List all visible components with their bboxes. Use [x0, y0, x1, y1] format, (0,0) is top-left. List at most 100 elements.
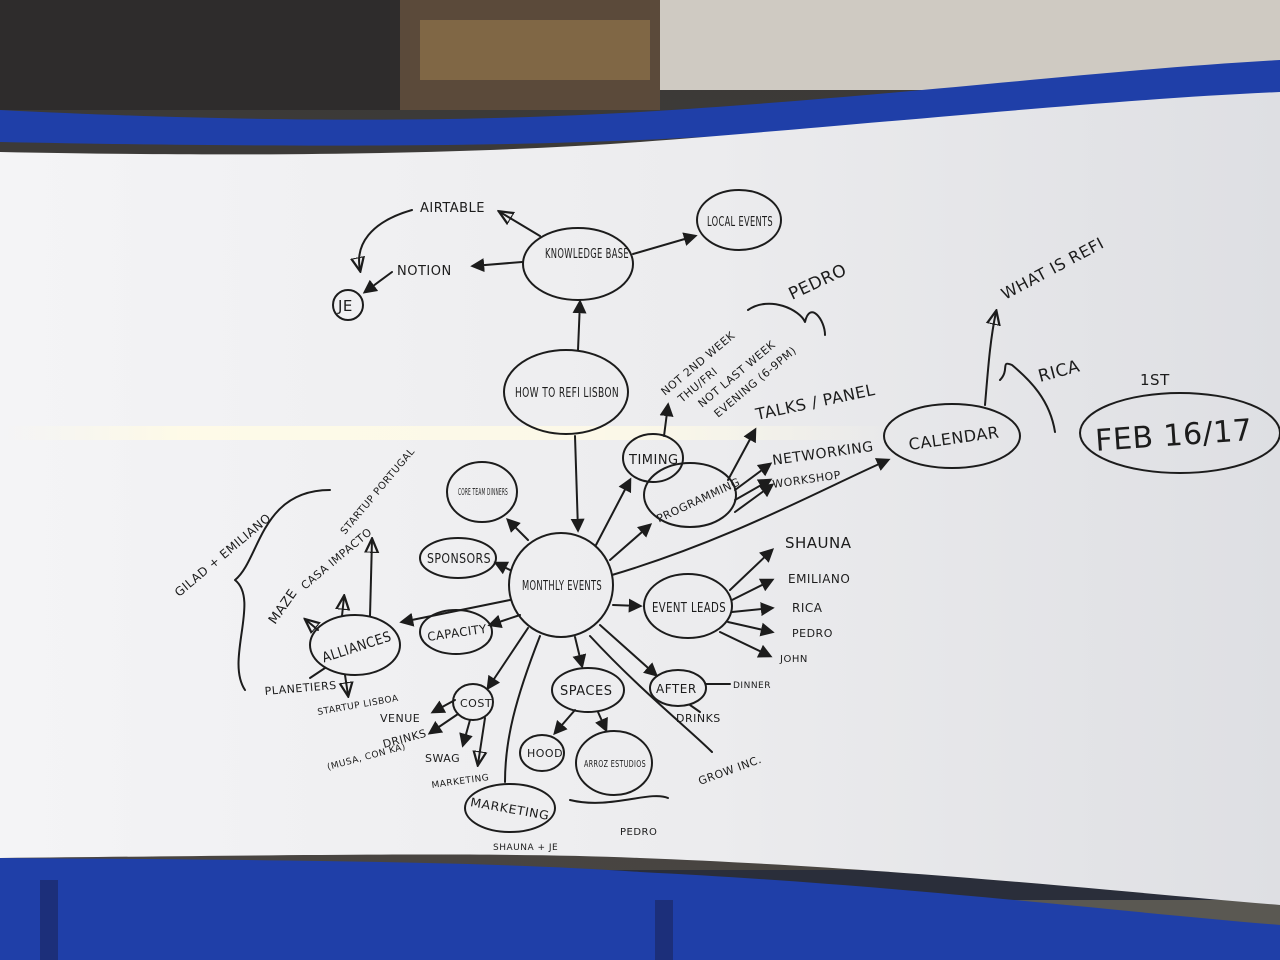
brace-rica [999, 362, 1056, 433]
bubble-monthly-events [508, 532, 614, 638]
link-center-calendar [611, 458, 891, 576]
frame-post-left [40, 880, 58, 960]
link-airtable-je [359, 209, 413, 270]
link-leads-4 [727, 621, 775, 637]
label-first: 1st [1140, 371, 1170, 389]
link-alliances-startup [370, 540, 372, 617]
link-alliances-planetiers [309, 667, 326, 679]
link-prog-more [734, 483, 775, 513]
label-cost: Cost [460, 697, 492, 710]
label-hood: Hood [527, 747, 563, 760]
link-prog-talks [727, 427, 757, 481]
bubble-date [1079, 392, 1280, 474]
label-swag: Swag [425, 752, 460, 765]
link-prog-network [734, 462, 773, 491]
bubble-sponsors [419, 537, 497, 579]
whiteboard [0, 92, 1280, 905]
link-center-spaces [572, 636, 587, 669]
label-after-dinner: Dinner [733, 681, 771, 691]
link-center-sponsors [493, 561, 511, 575]
link-spaces-arroz [595, 711, 608, 733]
label-je: JE [337, 297, 353, 315]
link-base-airtable [500, 212, 541, 237]
link-center-marketing [504, 635, 541, 783]
bubble-programming [643, 462, 737, 528]
brace-gilad [234, 489, 331, 691]
label-notion: Notion [397, 264, 452, 279]
label-after-drinks: Drinks [676, 712, 721, 725]
label-lead-2: Rica [792, 601, 823, 615]
bubble-how-to [503, 349, 629, 435]
link-cost-drinks [427, 713, 459, 735]
frame-bottom [0, 858, 1280, 960]
label-spaces-owner: Pedro [620, 827, 657, 838]
link-calendar-whatis [984, 312, 996, 406]
link-base-notion [470, 258, 523, 273]
label-core-team: Core Team Dinners [458, 487, 508, 498]
bubble-alliances [309, 614, 401, 676]
label-after: After [656, 682, 697, 696]
link-alliances-startuplx [345, 674, 348, 695]
frame-top [0, 60, 1280, 146]
label-local-events: Local Events [707, 215, 773, 230]
label-spaces: Spaces [560, 684, 612, 699]
brace-pedro [747, 302, 826, 336]
link-center-grow [589, 635, 713, 753]
link-center-leads [612, 598, 643, 613]
label-planetiers: Planetiers [264, 679, 337, 698]
link-center-cost [486, 627, 529, 691]
brace-spaces [569, 795, 669, 804]
label-lead-4: John [779, 654, 808, 665]
bubble-core-team [446, 461, 518, 523]
mind-map [234, 189, 1280, 833]
link-center-capacity [487, 614, 521, 629]
label-arroz: Arroz Estudios [584, 759, 646, 770]
bubble-arroz [575, 730, 653, 796]
label-sponsors: Sponsors [427, 552, 491, 567]
label-marketing-owners: Shauna + JE [493, 843, 558, 853]
label-timing: Timing [628, 453, 679, 468]
link-alliances-casa [342, 597, 344, 617]
link-center-after [599, 624, 659, 677]
bubble-timing [622, 433, 684, 483]
link-cost-venue [430, 699, 456, 714]
link-center-prog [609, 523, 653, 561]
link-center-coreteam [506, 518, 529, 541]
bubble-marketing [464, 783, 556, 833]
label-how-to: How to Refi Lisbon [515, 386, 619, 401]
label-lead-0: Shauna [785, 534, 852, 552]
link-after-drinks [689, 704, 701, 713]
link-leads-1 [729, 548, 775, 591]
label-event-leads: Event Leads [652, 601, 726, 616]
link-leads-5 [719, 631, 773, 658]
label-knowledge: Knowledge Base [545, 247, 629, 262]
link-base-local [632, 232, 698, 255]
link-leads-2 [731, 578, 775, 601]
link-notion-je [362, 271, 393, 294]
link-cost-marketing [478, 717, 485, 764]
link-center-timing [595, 477, 632, 546]
link-spaces-hood [553, 709, 576, 736]
link-alliances-maze [306, 620, 318, 630]
link-center-alliances [399, 599, 511, 627]
bubble-spaces [551, 667, 625, 713]
frame-post-mid [655, 900, 673, 960]
link-timing-opts [659, 402, 674, 437]
link-prog-workshop [734, 478, 773, 501]
label-venue: Venue [380, 712, 420, 725]
label-monthly-events: Monthly Events [522, 579, 602, 594]
label-lead-3: Pedro [792, 627, 833, 640]
bubble-hood [519, 734, 565, 772]
light-glare [0, 426, 900, 440]
label-airtable: Airtable [420, 201, 485, 216]
bubble-local-events [696, 189, 782, 251]
bubble-calendar [883, 403, 1021, 469]
link-howto-base [572, 299, 587, 351]
link-howto-center [570, 435, 585, 533]
link-cost-swag [459, 719, 473, 748]
label-lead-1: Emiliano [788, 572, 850, 586]
bubble-je [332, 289, 364, 321]
bubble-event-leads [643, 573, 733, 639]
bubble-after [649, 669, 707, 707]
